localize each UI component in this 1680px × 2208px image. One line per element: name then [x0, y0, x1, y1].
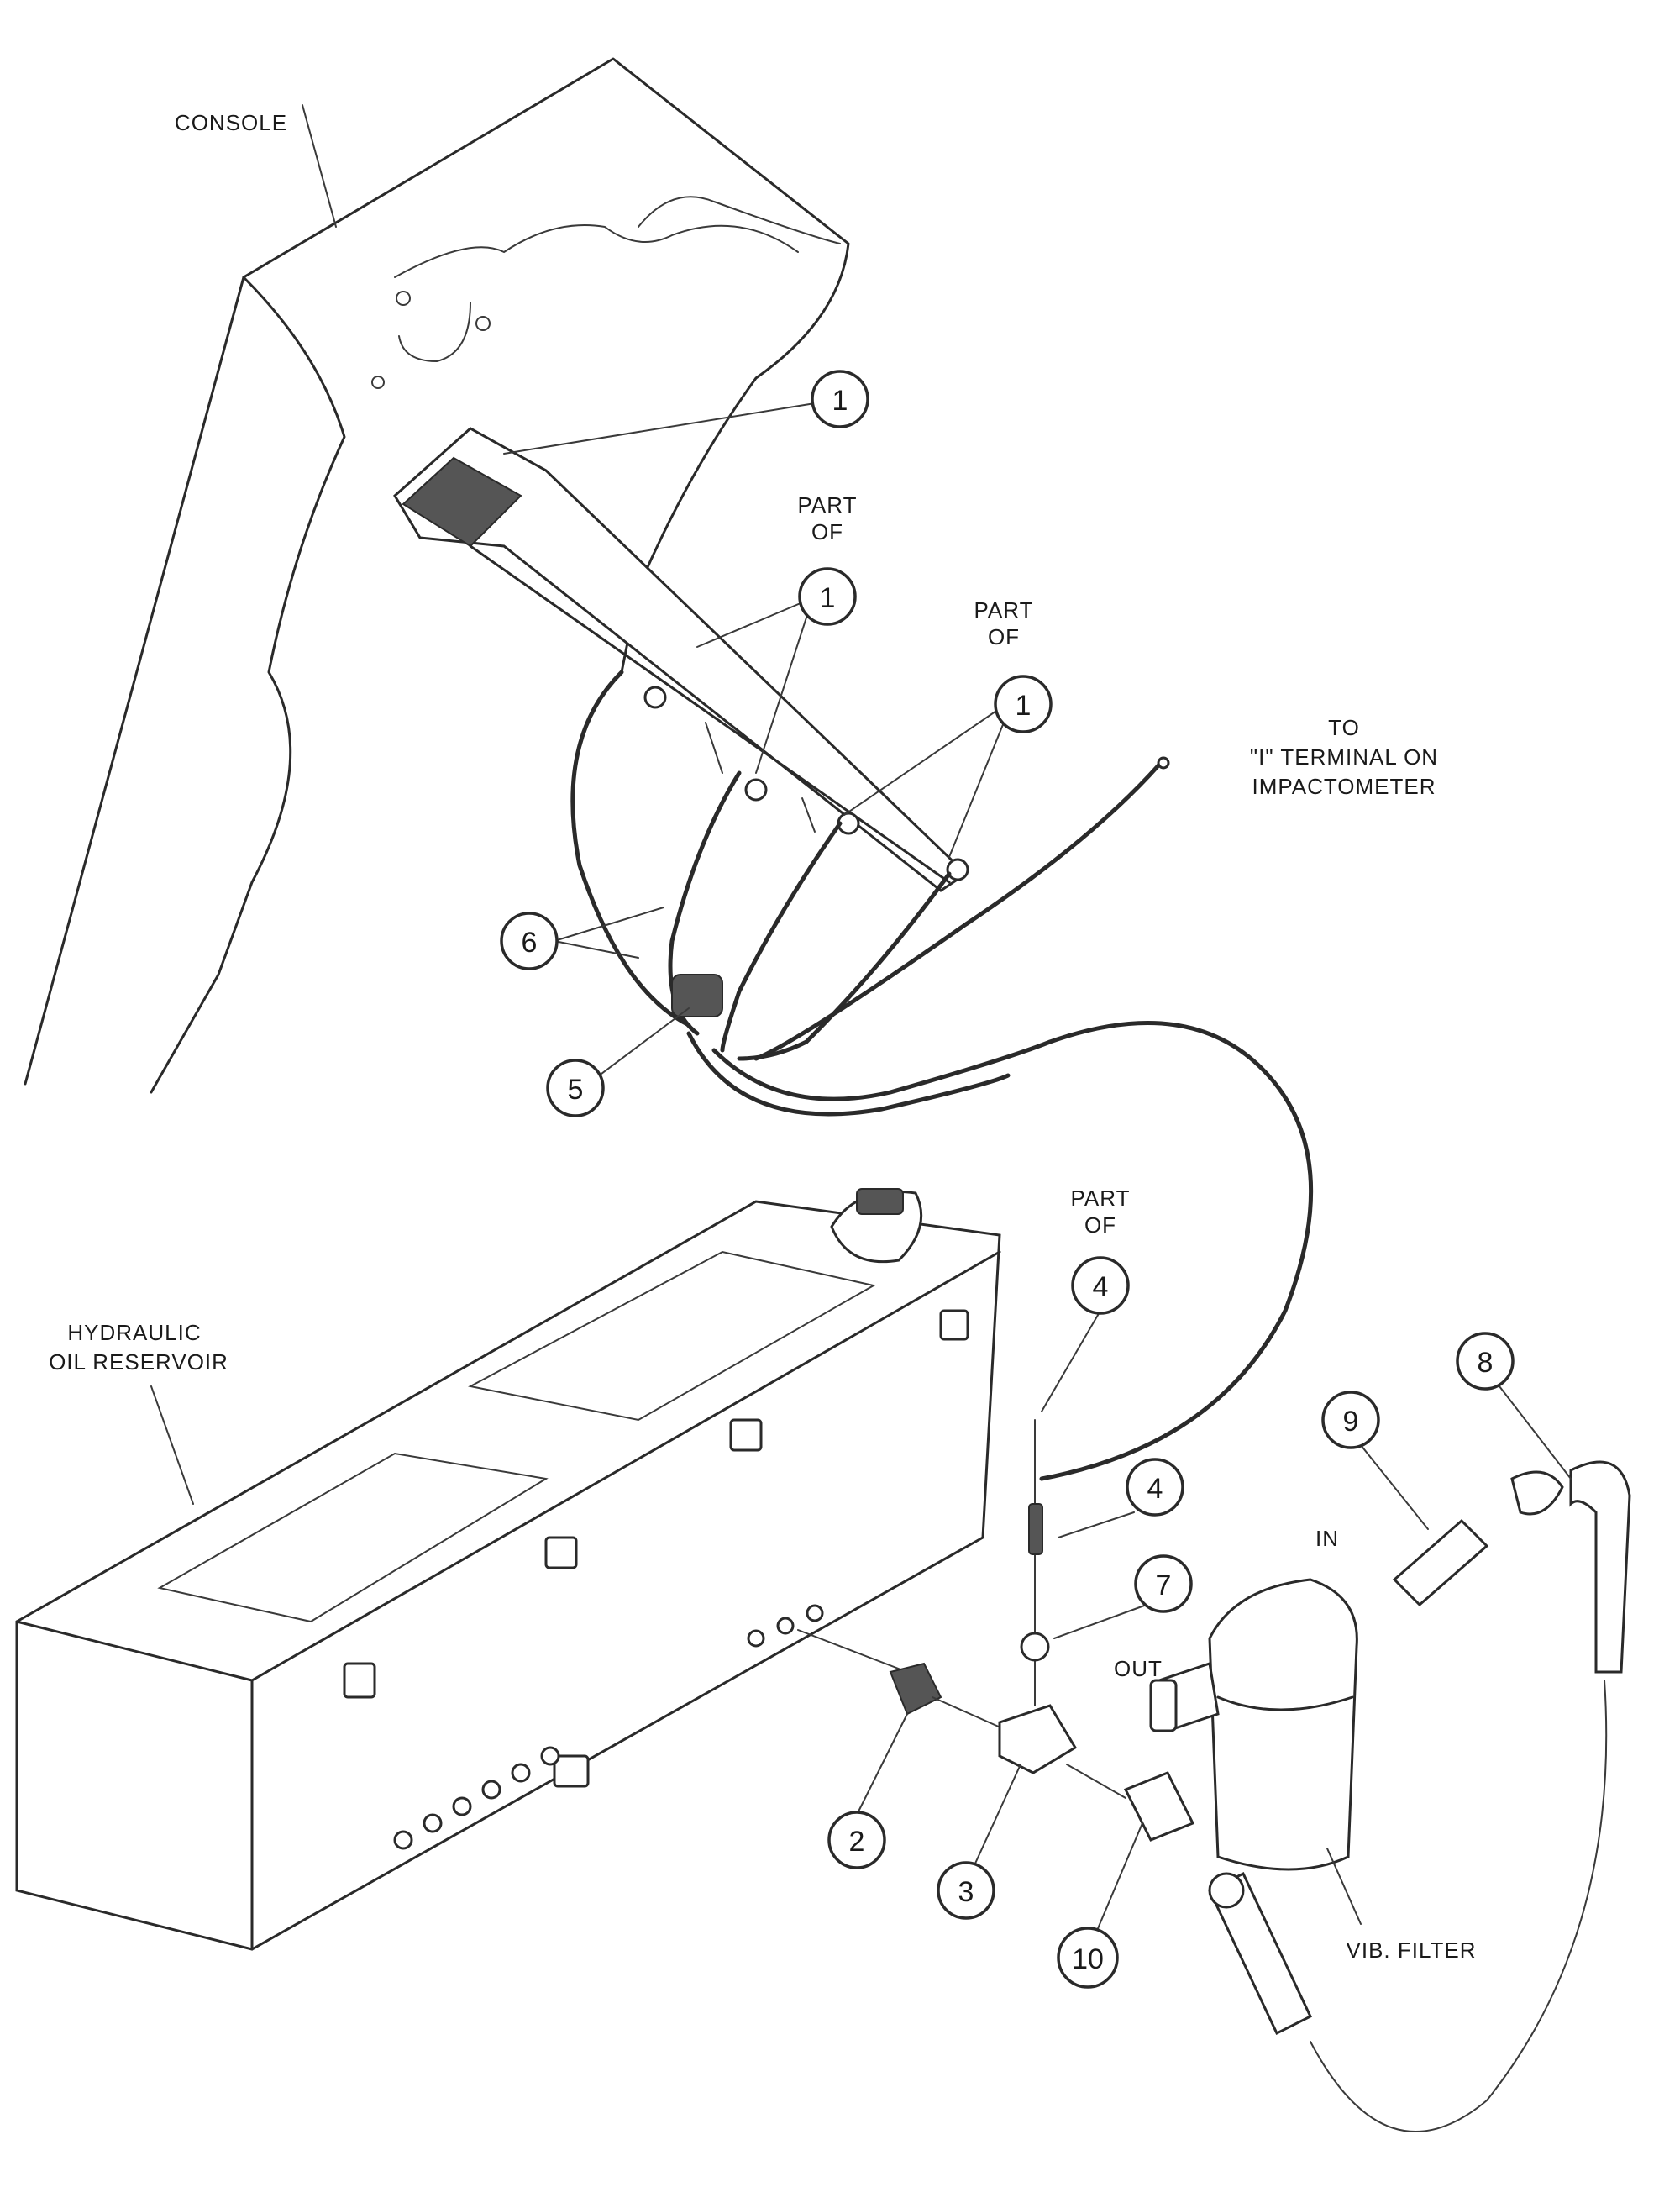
vib-filter — [1149, 1460, 1631, 2132]
out-label: OUT — [1114, 1656, 1163, 1681]
callout-number: 4 — [1093, 1271, 1109, 1303]
part-of-label-3a: PART — [1071, 1185, 1131, 1211]
wire-harness — [570, 670, 1314, 1481]
part-of-label-1a: PART — [798, 492, 858, 518]
callout-4-top: 4 — [1071, 1256, 1130, 1315]
callout-1-mid: 1 — [798, 567, 857, 626]
reservoir-label-1: HYDRAULIC — [67, 1320, 201, 1345]
callout-number: 2 — [849, 1826, 865, 1858]
callout-number: 1 — [1016, 690, 1032, 722]
callout-number: 5 — [568, 1074, 584, 1106]
reservoir-bolt-row — [393, 1604, 824, 1850]
hydraulic-oil-reservoir — [15, 1188, 1001, 1951]
callout-number: 9 — [1343, 1406, 1359, 1438]
part-of-label-1b: OF — [811, 519, 843, 544]
to-terminal-label-2: "I" TERMINAL ON — [1250, 744, 1438, 770]
callout-number: 1 — [820, 582, 836, 614]
callout-8: 8 — [1456, 1332, 1515, 1391]
callout-1-top: 1 — [811, 370, 869, 428]
callout-5: 5 — [546, 1059, 605, 1117]
callout-4-bottom: 4 — [1126, 1458, 1184, 1517]
leader-lines — [503, 402, 1572, 1933]
callout-2: 2 — [827, 1811, 886, 1869]
callout-number: 1 — [832, 385, 848, 417]
part-of-label-2b: OF — [988, 624, 1020, 649]
to-terminal-label-3: IMPACTOMETER — [1252, 774, 1436, 799]
callout-6: 6 — [500, 912, 559, 970]
callout-number: 4 — [1147, 1473, 1163, 1505]
reservoir-label-2: OIL RESERVOIR — [49, 1349, 228, 1375]
part-of-label-3b: OF — [1084, 1212, 1116, 1238]
callout-7: 7 — [1134, 1554, 1193, 1613]
console — [24, 57, 850, 1094]
console-label: CONSOLE — [175, 110, 287, 135]
callout-1-right: 1 — [994, 675, 1053, 733]
callout-3: 3 — [937, 1861, 995, 1920]
callout-number: 6 — [522, 927, 538, 959]
fittings — [797, 1419, 1312, 2036]
callout-9: 9 — [1321, 1391, 1380, 1449]
callout-number: 7 — [1156, 1569, 1172, 1601]
callout-number: 8 — [1478, 1347, 1494, 1379]
vib-filter-label: VIB. FILTER — [1347, 1937, 1477, 1963]
callout-number: 10 — [1072, 1943, 1104, 1975]
callout-10: 10 — [1057, 1927, 1119, 1989]
switch-manifold — [393, 427, 969, 892]
in-label: IN — [1315, 1526, 1339, 1551]
to-terminal-label-1: TO — [1328, 715, 1360, 740]
callout-number: 3 — [958, 1876, 974, 1908]
part-of-label-2a: PART — [974, 597, 1034, 623]
